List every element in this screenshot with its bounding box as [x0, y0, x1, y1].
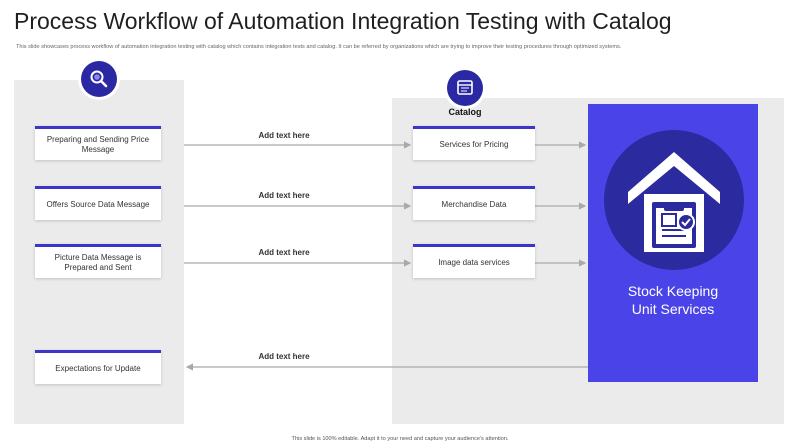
sku-label: Stock Keeping Unit Services — [588, 282, 758, 318]
step-card-2: Offers Source Data Message — [35, 186, 161, 220]
step-card-3: Picture Data Message is Prepared and Sen… — [35, 244, 161, 278]
step-card-1: Preparing and Sending Price Message — [35, 126, 161, 160]
sku-label-line1: Stock Keeping — [627, 283, 719, 299]
catalog-icon — [447, 70, 483, 106]
arrow-label-1: Add text here — [258, 131, 310, 140]
catalog-item-merchandise: Merchandise Data — [413, 186, 535, 220]
catalog-item-image: Image data services — [413, 244, 535, 278]
search-icon — [81, 61, 117, 97]
catalog-label: Catalog — [448, 107, 482, 117]
page-title: Process Workflow of Automation Integrati… — [14, 8, 672, 34]
arrow-label-2: Add text here — [258, 191, 310, 200]
warehouse-icon — [604, 130, 744, 270]
sku-services-box: Stock Keeping Unit Services — [588, 104, 758, 382]
page-subtitle: This slide showcases process workflow of… — [16, 44, 622, 50]
sku-label-line2: Unit Services — [631, 301, 715, 317]
arrow-label-3: Add text here — [258, 248, 310, 257]
step-card-4: Expectations for Update — [35, 350, 161, 384]
catalog-item-pricing: Services for Pricing — [413, 126, 535, 160]
footer-note: This slide is 100% editable. Adapt it to… — [291, 436, 509, 442]
arrow-label-4: Add text here — [258, 352, 310, 361]
